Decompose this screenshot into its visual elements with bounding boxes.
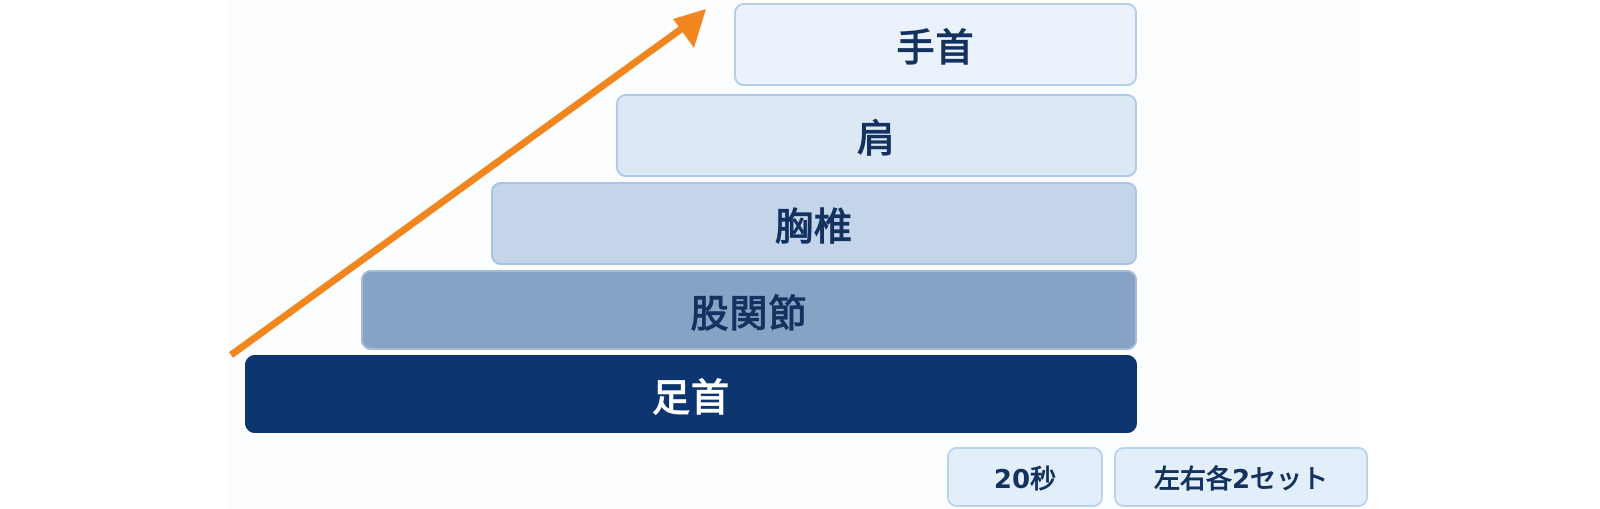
step-shoulder: 肩 bbox=[616, 94, 1137, 177]
duration-tag: 20秒 bbox=[947, 447, 1103, 507]
step-hip-joint: 股関節 bbox=[361, 270, 1137, 350]
step-wrist: 手首 bbox=[734, 3, 1137, 86]
step-thoracic-spine: 胸椎 bbox=[491, 182, 1137, 265]
step-ankle: 足首 bbox=[245, 355, 1137, 433]
sets-tag: 左右各2セット bbox=[1114, 447, 1368, 507]
